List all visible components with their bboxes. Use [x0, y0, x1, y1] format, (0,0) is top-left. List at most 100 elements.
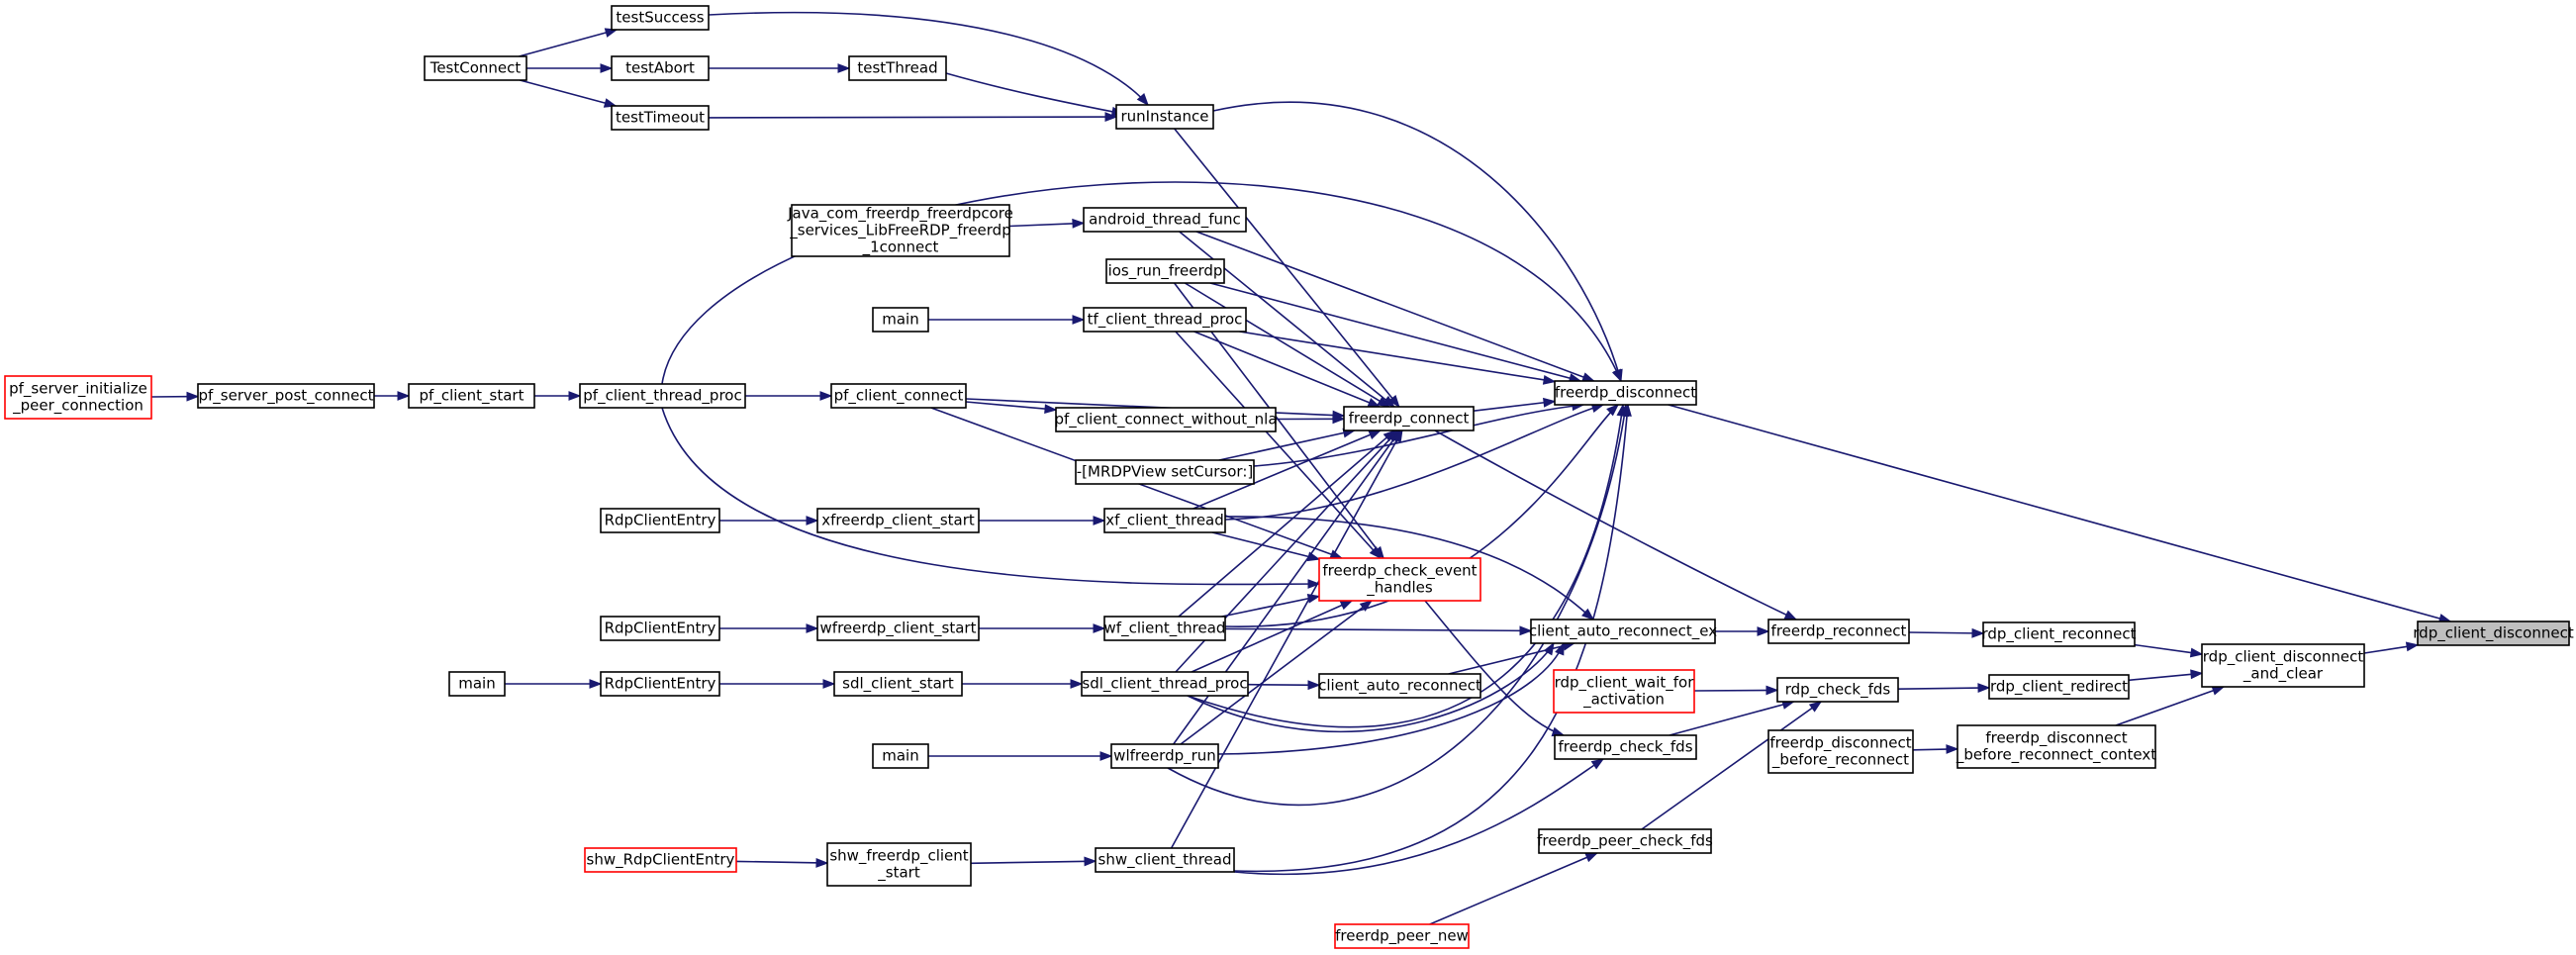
- call-edge: [1212, 101, 1622, 382]
- node-label: pf_server_initialize: [9, 380, 147, 399]
- node-testtimeout[interactable]: testTimeout: [611, 105, 710, 131]
- node-freerdp-disconnect-before-reconnect-context[interactable]: freerdp_disconnect_before_reconnect_cont…: [1956, 724, 2156, 769]
- arrowhead: [1099, 751, 1113, 761]
- arrowhead: [589, 679, 603, 689]
- node-java-connect[interactable]: Java_com_freerdp_freerdpcore_services_Li…: [787, 204, 1013, 257]
- arrowhead: [806, 516, 819, 525]
- arrowhead: [1104, 112, 1118, 123]
- node-freerdp-disconnect[interactable]: freerdp_disconnect: [1554, 380, 1697, 406]
- node-box: [1767, 619, 1910, 644]
- node-rdp-client-wait-for-activation[interactable]: rdp_client_wait_for_activation: [1553, 669, 1695, 714]
- node-rdp-client-disconnect-and-clear[interactable]: rdp_client_disconnect_and_clear: [2201, 643, 2365, 688]
- call-edge: [1434, 430, 1797, 621]
- node-pf-client-connect[interactable]: pf_client_connect: [830, 383, 967, 409]
- node-box: [848, 55, 947, 81]
- node-freerdp-disconnect-before-reconnect[interactable]: freerdp_disconnect_before_reconnect: [1767, 729, 1914, 774]
- node-testthread[interactable]: testThread: [848, 55, 947, 81]
- call-edge: [1193, 331, 1381, 408]
- arrowhead: [1072, 315, 1086, 325]
- arrowhead: [1072, 218, 1086, 229]
- node-label: freerdp_peer_new: [1335, 927, 1469, 946]
- node-pf-server-initialize-peer-connection[interactable]: pf_server_initialize_peer_connection: [4, 375, 152, 420]
- call-edge: [1224, 404, 1619, 627]
- arrowhead: [1519, 625, 1533, 636]
- node-rdp-client-disconnect[interactable]: rdp_client_disconnect: [2413, 621, 2574, 646]
- call-edge: [1233, 404, 1629, 873]
- node-freerdp-check-event-handles[interactable]: freerdp_check_event_handles: [1318, 557, 1481, 602]
- node-client-auto-reconnect[interactable]: client_auto_reconnect: [1318, 673, 1481, 699]
- arrowhead: [186, 391, 200, 402]
- node-pf-server-post-connect[interactable]: pf_server_post_connect: [197, 383, 375, 409]
- call-edge: [661, 181, 1622, 385]
- arrowhead: [1368, 430, 1383, 439]
- node-freerdp-connect[interactable]: freerdp_connect: [1343, 406, 1475, 431]
- arrowhead: [1307, 680, 1321, 691]
- node-box: [872, 307, 929, 333]
- node-rdpcliententry-w[interactable]: RdpClientEntry: [600, 616, 720, 641]
- node-pf-client-connect-without-nla[interactable]: pf_client_connect_without_nla: [1054, 407, 1278, 432]
- node-rdp-client-redirect[interactable]: rdp_client_redirect: [1988, 674, 2130, 700]
- node-rdpcliententry-x[interactable]: RdpClientEntry: [600, 508, 720, 533]
- node-label: freerdp_check_event: [1322, 562, 1477, 581]
- node-freerdp-reconnect[interactable]: freerdp_reconnect: [1767, 619, 1910, 644]
- node-label: testAbort: [625, 59, 695, 77]
- node-shw-freerdp-client-start[interactable]: shw_freerdp_client_start: [826, 842, 972, 887]
- node-sdl-client-thread-proc[interactable]: sdl_client_thread_proc: [1081, 671, 1249, 697]
- node-box: [1081, 671, 1249, 697]
- node-tf-client-thread-proc[interactable]: tf_client_thread_proc: [1083, 307, 1247, 333]
- node-label: RdpClientEntry: [605, 512, 716, 529]
- node-main-wl[interactable]: main: [872, 743, 929, 769]
- node-box: [408, 383, 535, 409]
- node-shw-rdpcliententry[interactable]: shw_RdpClientEntry: [584, 847, 737, 873]
- node-mrdpview-setcursor[interactable]: -[MRDPView setCursor:]: [1075, 459, 1255, 485]
- node-rdp-client-reconnect[interactable]: rdp_client_reconnect: [1981, 621, 2137, 647]
- arrowhead: [1392, 429, 1403, 443]
- node-wlfreerdp-run[interactable]: wlfreerdp_run: [1110, 743, 1219, 769]
- arrowhead: [603, 98, 618, 108]
- node-pf-client-start[interactable]: pf_client_start: [408, 383, 535, 409]
- node-box: [816, 508, 980, 533]
- node-wfreerdp-client-start[interactable]: wfreerdp_client_start: [816, 616, 980, 641]
- call-edge: [1187, 404, 1624, 728]
- node-freerdp-peer-new[interactable]: freerdp_peer_new: [1334, 923, 1470, 949]
- node-label: rdp_client_disconnect: [2413, 624, 2574, 643]
- node-label: sdl_client_thread_proc: [1082, 675, 1247, 694]
- node-testsuccess[interactable]: testSuccess: [611, 5, 710, 31]
- call-edge: [1178, 430, 1396, 618]
- node-pf-client-thread-proc[interactable]: pf_client_thread_proc: [579, 383, 746, 409]
- node-shw-client-thread[interactable]: shw_client_thread: [1095, 847, 1235, 873]
- node-xf-client-thread[interactable]: xf_client_thread: [1103, 508, 1226, 533]
- node-testconnect[interactable]: TestConnect: [424, 55, 527, 81]
- node-wf-client-thread[interactable]: wf_client_thread: [1103, 616, 1226, 641]
- node-rdpcliententry-sdl[interactable]: RdpClientEntry: [600, 671, 720, 697]
- node-freerdp-check-fds[interactable]: freerdp_check_fds: [1554, 734, 1697, 760]
- call-edge: [519, 29, 618, 57]
- call-edge: [1187, 642, 1555, 733]
- call-edge: [1167, 404, 1627, 807]
- node-sdl-client-start[interactable]: sdl_client_start: [833, 671, 963, 697]
- node-box: [833, 671, 963, 697]
- node-testabort[interactable]: testAbort: [611, 55, 710, 81]
- node-main-sdl[interactable]: main: [448, 671, 506, 697]
- node-label: freerdp_disconnect: [1555, 384, 1696, 403]
- arrowhead: [822, 679, 836, 689]
- node-xfreerdp-client-start[interactable]: xfreerdp_client_start: [816, 508, 980, 533]
- node-ios-run-freerdp[interactable]: ios_run_freerdp: [1105, 258, 1225, 284]
- call-edge: [1429, 852, 1598, 925]
- arrowhead: [1339, 600, 1354, 611]
- node-rdp-check-fds[interactable]: rdp_check_fds: [1776, 677, 1899, 703]
- arrowhead: [1783, 610, 1798, 621]
- node-freerdp-peer-check-fds[interactable]: freerdp_peer_check_fds: [1537, 828, 1713, 854]
- call-edges: [150, 11, 2452, 925]
- node-runinstance[interactable]: runInstance: [1115, 104, 1214, 130]
- node-main-tf[interactable]: main: [872, 307, 929, 333]
- node-android-thread-func[interactable]: android_thread_func: [1083, 207, 1247, 233]
- call-edge: [1218, 430, 1355, 461]
- arrowhead: [1977, 683, 1991, 694]
- arrowhead: [1307, 579, 1321, 589]
- node-label: main: [882, 747, 918, 765]
- node-client-auto-reconnect-ex[interactable]: client_auto_reconnect_ex: [1529, 619, 1717, 644]
- arrowhead: [819, 391, 833, 401]
- node-box: [1767, 729, 1914, 774]
